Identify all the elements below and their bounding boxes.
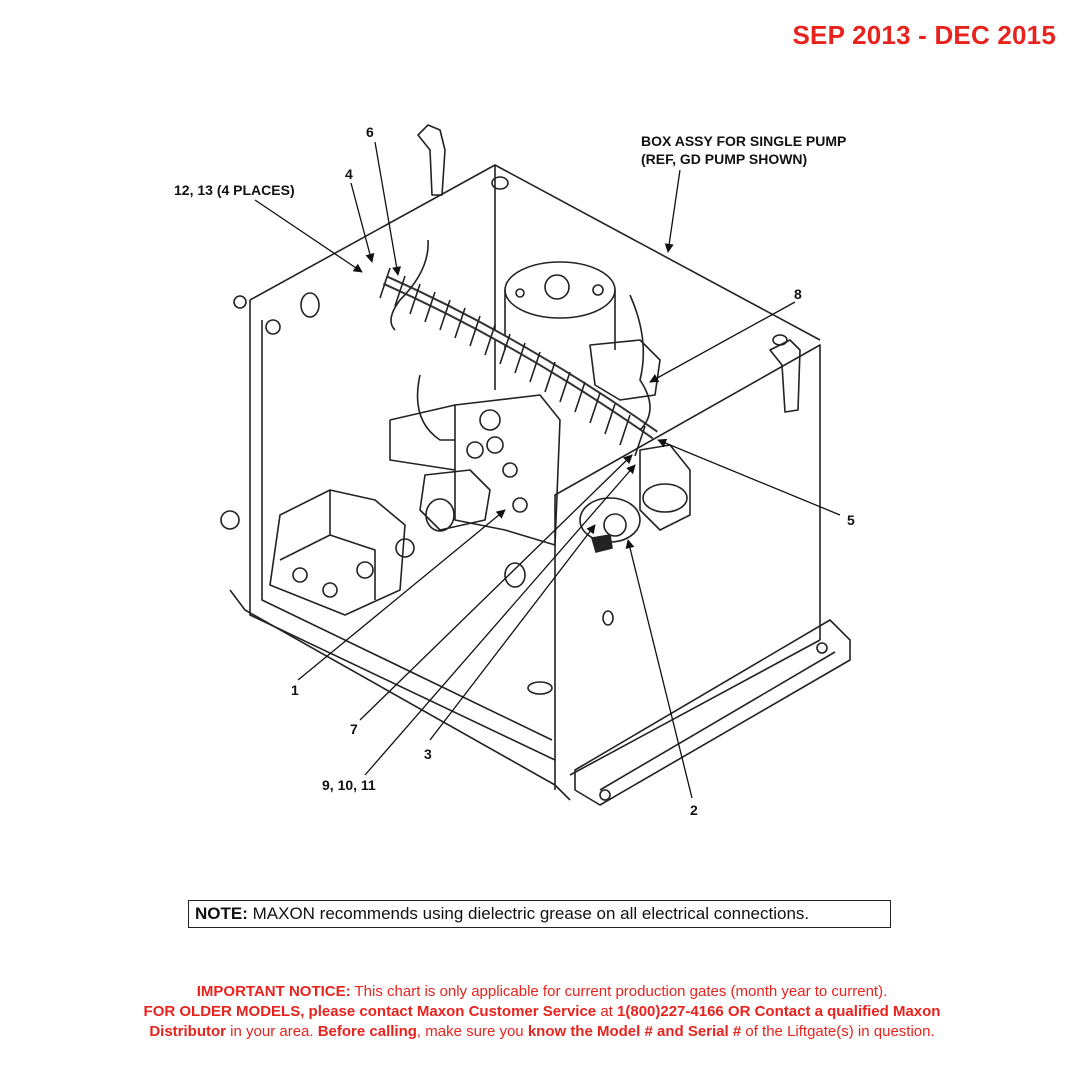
leader-1 (297, 509, 506, 681)
leader-12-13 (254, 199, 363, 273)
callout-box-assembly: BOX ASSY FOR SINGLE PUMP (REF, GD PUMP S… (641, 132, 846, 168)
callout-3: 3 (424, 746, 432, 762)
leader-2 (625, 539, 693, 799)
valve-block (454, 394, 561, 546)
box-front-panel (554, 344, 821, 760)
box-left-inner-edge (261, 320, 553, 741)
leader-5 (657, 438, 841, 516)
leader-6 (374, 141, 402, 276)
box-back-top-edge (249, 164, 821, 341)
base-foot (574, 619, 851, 806)
leader-3 (429, 524, 596, 741)
callout-12-13: 12, 13 (4 PLACES) (174, 182, 295, 198)
callout-5: 5 (847, 512, 855, 528)
note-label: NOTE: (195, 904, 248, 923)
callout-2: 2 (690, 802, 698, 818)
start-switch (269, 489, 406, 616)
notice-line-1: IMPORTANT NOTICE: This chart is only app… (40, 982, 1044, 1002)
notice-line3-bold2: Before calling (317, 1023, 417, 1040)
leader-9-10-11 (364, 464, 636, 776)
latch-right (769, 339, 801, 413)
important-notice: IMPORTANT NOTICE: This chart is only app… (40, 982, 1044, 1042)
note-text: MAXON recommends using dielectric grease… (247, 904, 810, 923)
callout-4: 4 (345, 166, 353, 182)
box-left-panel (249, 300, 556, 790)
notice-line2-bold1: FOR OLDER MODELS, please contact Maxon C… (143, 1003, 597, 1020)
notice-line-3: Distributor in your area. Before calling… (40, 1022, 1044, 1042)
notice-line3-bold1: Distributor (149, 1023, 226, 1040)
fitting-cluster (589, 339, 661, 401)
notice-line-2: FOR OLDER MODELS, please contact Maxon C… (40, 1002, 1044, 1022)
callout-7: 7 (350, 721, 358, 737)
coiled-hose (379, 267, 658, 457)
notice-line3-bold3: know the Model # and Serial # (527, 1023, 742, 1040)
leader-4 (350, 182, 375, 263)
callout-1: 1 (291, 682, 299, 698)
notice-line3-text1: in your area. (226, 1023, 318, 1040)
callout-box-line2: (REF, GD PUMP SHOWN) (641, 151, 808, 167)
notice-line2-bold2: 1(800)227-4166 OR Contact a qualified Ma… (617, 1003, 941, 1020)
callout-box-line1: BOX ASSY FOR SINGLE PUMP (641, 133, 847, 149)
notice-line3-text2: , make sure you (416, 1023, 528, 1040)
date-range-title: SEP 2013 - DEC 2015 (792, 20, 1056, 50)
callout-9-10-11: 9, 10, 11 (322, 777, 376, 793)
callout-8: 8 (794, 286, 802, 302)
box-right-bottom (569, 639, 821, 776)
latch-left (417, 124, 446, 196)
leader-7 (359, 454, 633, 721)
box-base-rail (229, 589, 571, 801)
notice-line2-text1: at (596, 1003, 618, 1020)
notice-line1-text: This chart is only applicable for curren… (350, 983, 888, 1000)
note-box: NOTE: MAXON recommends using dielectric … (188, 900, 891, 928)
leader-8 (649, 301, 796, 383)
leader-box-title (664, 169, 681, 253)
notice-line3-text3: of the Liftgate(s) in question. (741, 1023, 935, 1040)
notice-line1-bold: IMPORTANT NOTICE: (196, 983, 351, 1000)
solenoid-coil (419, 469, 491, 531)
callout-6: 6 (366, 124, 374, 140)
